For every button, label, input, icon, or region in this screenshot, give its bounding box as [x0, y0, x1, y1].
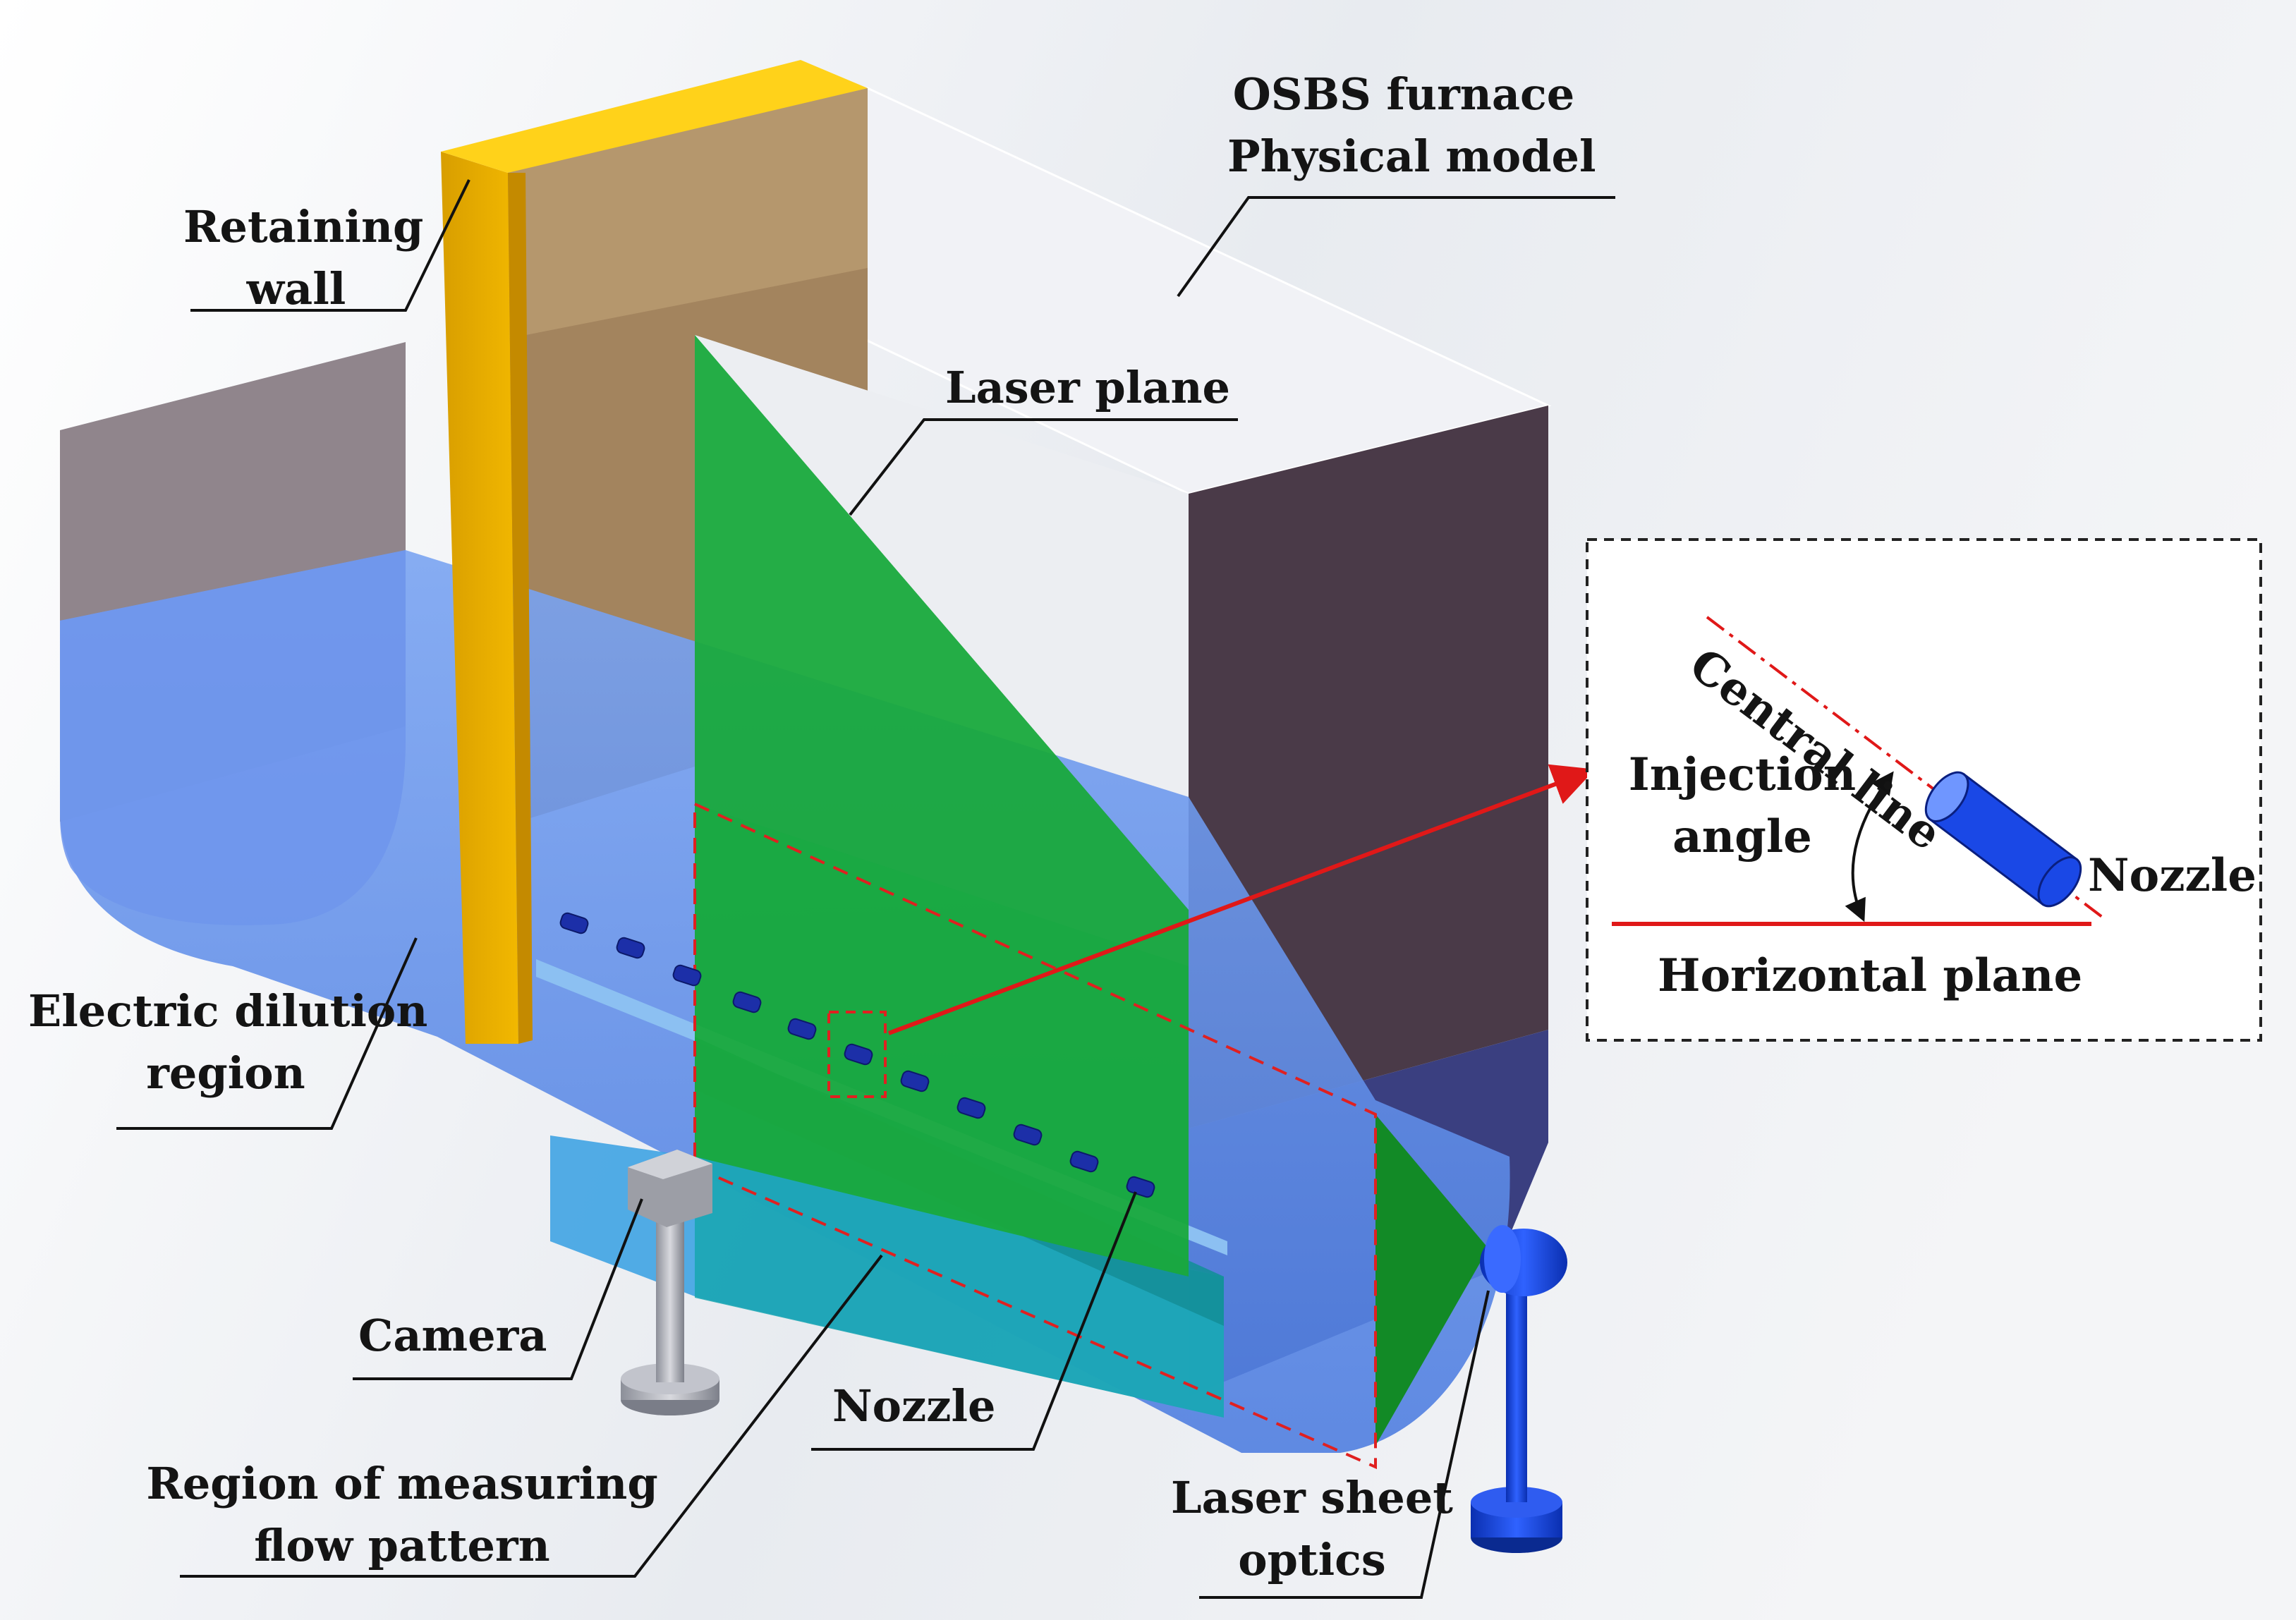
- label-injection-angle-line1: Injection: [1628, 748, 1857, 801]
- nozzle: [1069, 1150, 1099, 1173]
- leader-laser-plane: [849, 418, 1238, 516]
- leader-laser-optics: [1199, 1290, 1490, 1599]
- leader-retaining-wall: [190, 179, 470, 312]
- nozzle-highlight-box: [827, 1011, 887, 1098]
- camera-icon: [621, 1150, 719, 1415]
- injection-angle-arc: [1845, 771, 1894, 922]
- label-injection-angle-line2: angle: [1672, 810, 1812, 863]
- nozzle: [1126, 1176, 1155, 1198]
- label-retaining-wall-line1: Retaining: [183, 201, 424, 252]
- laser-sheet-lower: [1375, 1114, 1488, 1446]
- label-inset-nozzle: Nozzle: [2088, 849, 2256, 902]
- leader-furnace: [1177, 196, 1615, 298]
- label-laser-plane: Laser plane: [945, 362, 1230, 413]
- label-retaining-wall-line2: wall: [246, 263, 346, 315]
- label-horizontal-plane: Horizontal plane: [1658, 949, 2083, 1002]
- nozzle: [1013, 1123, 1043, 1146]
- leader-nozzle: [811, 1191, 1137, 1451]
- label-electric-dilution-line2: region: [146, 1047, 305, 1099]
- retaining-wall-front: [441, 152, 518, 1044]
- nozzle: [732, 991, 762, 1013]
- leader-camera: [353, 1198, 643, 1380]
- leader-electric-dilution: [116, 937, 418, 1130]
- nozzle: [844, 1043, 873, 1066]
- nozzle: [672, 964, 702, 987]
- label-nozzle: Nozzle: [832, 1380, 996, 1432]
- label-furnace-line1: OSBS furnace: [1232, 68, 1575, 120]
- nozzle: [559, 912, 589, 934]
- nozzle: [787, 1018, 817, 1040]
- nozzle: [616, 937, 645, 959]
- nozzle-icon: [1924, 771, 2082, 908]
- measuring-region-outline: [693, 803, 1377, 1470]
- leader-lines: [116, 179, 1615, 1599]
- laser-plane: [695, 335, 1189, 1277]
- label-region-line1: Region of measuring: [146, 1458, 658, 1509]
- inset-border: [1586, 538, 2262, 1042]
- nozzle: [900, 1070, 930, 1092]
- left-chamber-bottom: [60, 550, 406, 925]
- nozzle: [956, 1097, 986, 1119]
- label-region-line2: flow pattern: [254, 1520, 550, 1571]
- label-laser-optics-line1: Laser sheet: [1171, 1472, 1453, 1523]
- arrow-icon: [887, 764, 1596, 1035]
- label-camera: Camera: [358, 1310, 547, 1361]
- retaining-wall-side: [508, 173, 533, 1044]
- retaining-wall-top: [441, 60, 868, 173]
- laser-optics-icon: [1471, 1225, 1567, 1553]
- furnace-model: [60, 60, 1552, 1453]
- leader-region: [180, 1254, 883, 1578]
- label-electric-dilution-line1: Electric dilution: [28, 985, 428, 1037]
- label-laser-optics-line2: optics: [1238, 1534, 1386, 1585]
- label-furnace-line2: Physical model: [1227, 130, 1596, 182]
- nozzle-row: [559, 912, 1155, 1198]
- inset-panel: [1586, 538, 2262, 1042]
